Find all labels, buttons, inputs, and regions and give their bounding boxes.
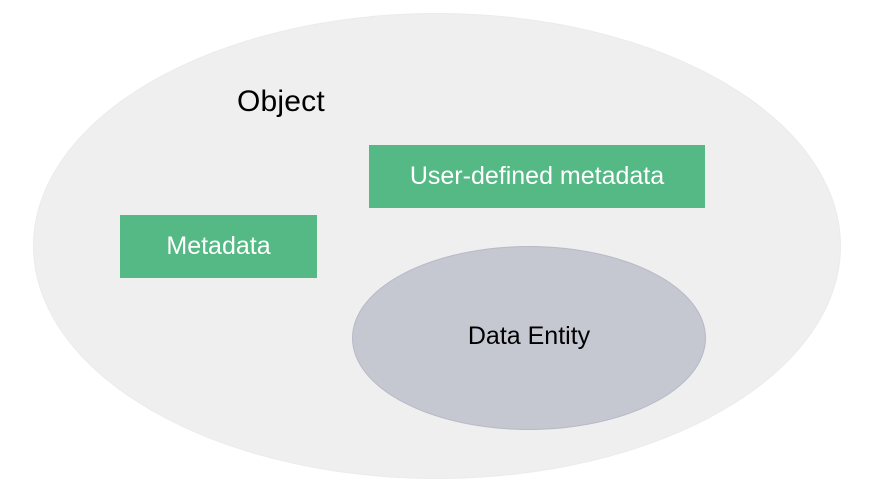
- data-entity-label: Data Entity: [467, 321, 591, 350]
- metadata-label: Metadata: [166, 232, 271, 260]
- user-defined-metadata-label: User-defined metadata: [409, 162, 665, 190]
- data-entity-ellipse: Data Entity: [352, 246, 706, 430]
- metadata-box: Metadata: [120, 215, 317, 278]
- user-defined-metadata-box: User-defined metadata: [369, 145, 705, 208]
- object-label: Object: [237, 85, 325, 118]
